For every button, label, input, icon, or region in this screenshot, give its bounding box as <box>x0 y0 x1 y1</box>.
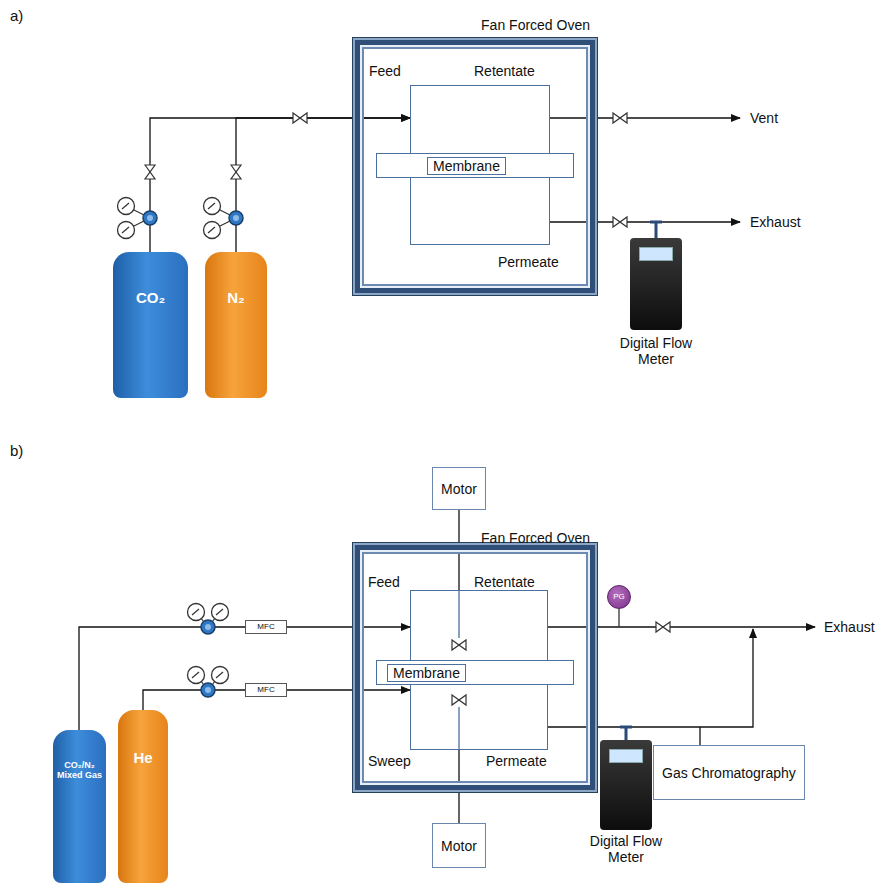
permeate-line <box>550 221 740 222</box>
gas-line <box>458 510 459 590</box>
node-text: Fan Forced Oven <box>481 17 590 33</box>
flow-label: a) <box>10 8 23 24</box>
valve-symbol <box>613 113 627 123</box>
oven-frame: Fan Forced OvenFeedRetentatePermeateMemb… <box>355 40 595 293</box>
gas-line <box>236 118 410 252</box>
flow-label: Exhaust <box>824 619 875 635</box>
node-text: Retentate <box>474 63 535 79</box>
node-text: Permeate <box>498 254 559 270</box>
membrane-band: Membrane <box>376 153 574 178</box>
sample-line <box>699 727 700 745</box>
flow-label: Vent <box>750 110 778 126</box>
gas-chromatograph: Gas Chromatography <box>653 745 805 800</box>
valve-symbol <box>613 217 627 227</box>
mass-flow-controller: MFC <box>245 620 287 634</box>
permeate-line <box>548 629 753 727</box>
flow-meter: Digital Flow Meter <box>600 740 652 830</box>
membrane-band: Membrane <box>376 660 574 685</box>
flow-label: Exhaust <box>750 214 801 230</box>
gas-line <box>150 118 410 252</box>
oven-frame: Fan Forced OvenFeedRetentateSweepPermeat… <box>355 545 595 790</box>
node-text: Sweep <box>368 753 411 769</box>
node-text: Gas Chromatography <box>662 765 796 781</box>
gas-cylinder: He <box>118 710 168 883</box>
pressure-gauge <box>118 222 135 239</box>
node-text: CO₂ <box>136 290 165 306</box>
gas-cylinder: CO₂/N₂ Mixed Gas <box>53 730 106 883</box>
node-text: Motor <box>441 481 477 497</box>
node-text: Permeate <box>486 753 547 769</box>
gas-cylinder: N₂ <box>205 252 267 398</box>
node-text: N₂ <box>227 290 245 306</box>
motor-box: Motor <box>432 467 486 510</box>
gauge-stem <box>618 609 619 627</box>
stirrer-symbol <box>452 640 466 650</box>
gas-line <box>143 690 245 710</box>
tee-fitting <box>620 727 632 740</box>
flow-meter: Digital Flow Meter <box>630 238 682 330</box>
node-text: PG <box>613 592 625 602</box>
tee-fitting <box>650 222 662 238</box>
valve-symbol <box>231 165 241 179</box>
node-text: He <box>133 750 152 766</box>
gas-line <box>287 626 410 627</box>
flow-label: b) <box>10 443 23 459</box>
node-text: MFC <box>257 685 274 695</box>
stirrer-symbol <box>452 695 466 705</box>
node-text: Fan Forced Oven <box>481 530 590 546</box>
node-text: Motor <box>441 838 477 854</box>
node-text: Membrane <box>427 157 506 175</box>
node-text: CO₂/N₂ Mixed Gas <box>55 760 104 780</box>
retentate-line <box>548 626 815 627</box>
valve-symbol <box>145 165 155 179</box>
pressure-regulator <box>201 620 215 634</box>
pressure-gauge <box>204 222 221 239</box>
retentate-line <box>550 117 740 118</box>
gas-line <box>287 689 410 690</box>
node-text: Digital Flow Meter <box>588 833 664 865</box>
pressure-regulator <box>143 211 157 225</box>
valve-symbol <box>656 622 670 632</box>
mass-flow-controller: MFC <box>245 683 287 697</box>
pressure-gauge <box>188 667 205 684</box>
valve-symbol <box>293 113 307 123</box>
motor-box: Motor <box>432 823 486 868</box>
node-text: Membrane <box>387 664 466 682</box>
node-text: Retentate <box>474 574 535 590</box>
pressure-gauge <box>188 604 205 621</box>
pressure-regulator <box>201 683 215 697</box>
pressure-gauge <box>212 604 229 621</box>
pressure-gauge <box>118 198 135 215</box>
node-text: Feed <box>368 574 400 590</box>
pressure-gauge <box>204 198 221 215</box>
gas-cylinder: CO₂ <box>113 252 188 398</box>
pressure-gauge <box>212 667 229 684</box>
pressure-regulator <box>229 211 243 225</box>
node-text: Feed <box>369 63 401 79</box>
node-text: MFC <box>257 622 274 632</box>
node-text: Digital Flow Meter <box>618 335 694 367</box>
pressure-gauge: PG <box>607 585 631 609</box>
